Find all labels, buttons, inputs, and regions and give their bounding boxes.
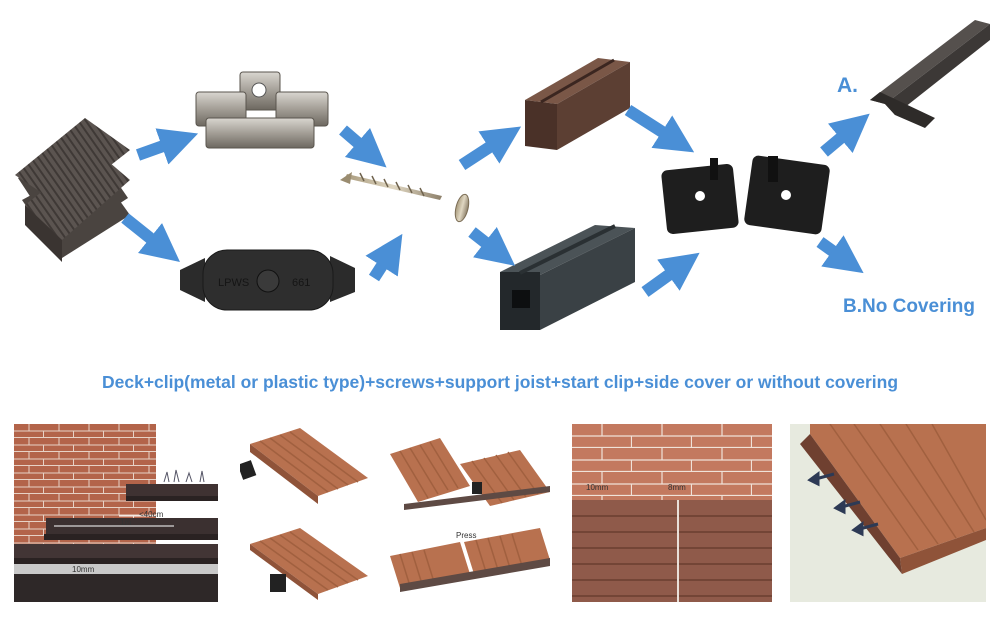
start-clip-image xyxy=(661,155,830,235)
arrow-start-clip-to-side-cover xyxy=(820,113,870,157)
gap-label: 10mm xyxy=(72,565,95,574)
joist-top xyxy=(126,484,218,496)
gap-left-label: 10mm xyxy=(586,483,609,492)
arrow-plastic-clip-to-screw xyxy=(365,233,403,282)
arrow-deck-to-metal-clip xyxy=(135,128,199,165)
arrow-metal-clip-to-screw xyxy=(339,125,387,168)
side-cover-image xyxy=(870,20,990,128)
option-b-label: B.No Covering xyxy=(843,296,975,317)
length-label: 1m xyxy=(120,518,131,527)
clip-small xyxy=(472,482,482,494)
arrow-gray-joist-to-start-clip xyxy=(641,252,700,297)
support-joist-brown-image xyxy=(525,58,630,150)
joist-bar xyxy=(404,486,550,510)
press-label: Press xyxy=(456,531,476,540)
brick-wall-2 xyxy=(572,424,772,500)
start-clip-small xyxy=(240,460,257,480)
spacing-label: <40cm xyxy=(139,510,164,519)
arrow-start-clip-to-no-covering xyxy=(816,235,864,274)
joist-2 xyxy=(14,544,218,558)
screw-image xyxy=(340,172,470,223)
assembly-caption: Deck+clip(metal or plastic type)+screws+… xyxy=(101,372,899,392)
install-step-gap-panel: 10mm 8mm xyxy=(572,424,772,602)
install-step-clip-panel: Press xyxy=(390,424,560,602)
plastic-clip-marking-right: 661 xyxy=(292,277,310,289)
drainage-arrows xyxy=(807,471,879,537)
start-clip-installed xyxy=(270,574,286,592)
metal-clip-image xyxy=(195,71,329,149)
support-joist-gray-image xyxy=(500,224,635,330)
arrow-screw-to-brown-joist xyxy=(458,126,522,171)
flow-arrows xyxy=(121,104,870,297)
plastic-clip-marking-left: LPWS xyxy=(218,277,249,289)
install-step-wall-panel: <40cm 1m 10mm xyxy=(14,424,218,602)
option-a-label: A. xyxy=(837,74,858,97)
arrow-brown-joist-to-start-clip xyxy=(624,104,695,153)
gap-right-label: 8mm xyxy=(668,483,686,492)
deck-board-image xyxy=(15,118,130,262)
install-step-edge-panel xyxy=(790,424,986,602)
arrow-screw-to-gray-joist xyxy=(468,227,516,266)
plastic-clip-image: LPWS 661 xyxy=(180,249,355,311)
components-flow-diagram: LPWS 661 xyxy=(15,20,990,330)
arrow-deck-to-plastic-clip xyxy=(121,213,180,262)
install-step-start-clip-panel xyxy=(240,424,380,602)
